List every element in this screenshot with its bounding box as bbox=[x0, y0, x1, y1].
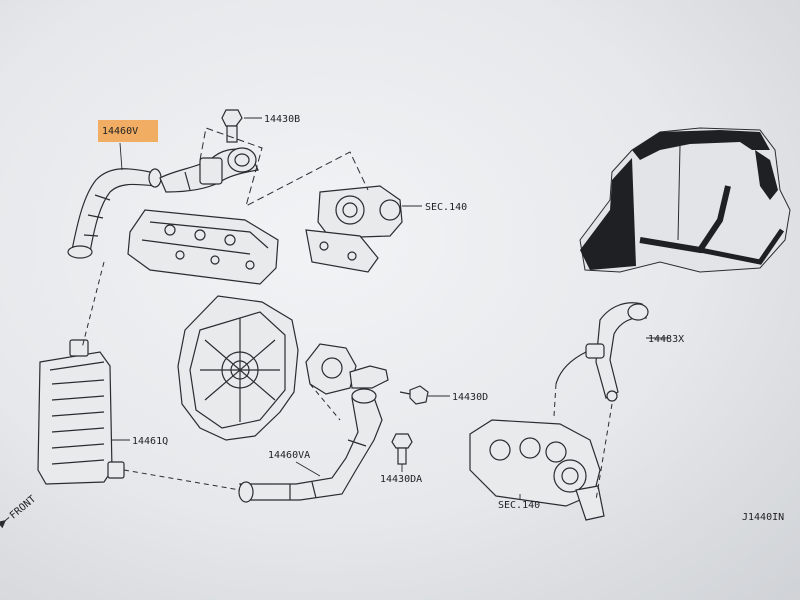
label-14461q[interactable]: 14461Q bbox=[132, 436, 168, 447]
bolt-14430d[interactable] bbox=[399, 385, 429, 405]
turbo-pipe-upper[interactable] bbox=[159, 147, 259, 193]
connector-line-tube-right bbox=[595, 403, 613, 501]
connector-line-hose-intercooler bbox=[81, 261, 105, 349]
intercooler-14461q[interactable] bbox=[37, 339, 125, 485]
manifold-cover[interactable] bbox=[127, 209, 279, 285]
front-indicator: FRONT bbox=[0, 494, 38, 529]
bolt-14430b[interactable] bbox=[221, 109, 243, 143]
connector-line-upper-turbo bbox=[199, 127, 369, 207]
highlight-box bbox=[98, 120, 158, 142]
turbocharger-lower[interactable] bbox=[469, 419, 605, 521]
leader-14460v bbox=[119, 142, 123, 171]
label-sec140-lower[interactable]: SEC.140 bbox=[498, 500, 540, 511]
label-14430da[interactable]: 14430DA bbox=[380, 474, 422, 485]
connector-line-valve-hose bbox=[309, 383, 341, 421]
leader-14460va bbox=[295, 461, 321, 477]
label-sec140-upper[interactable]: SEC.140 bbox=[425, 202, 467, 213]
front-label: FRONT bbox=[8, 494, 38, 522]
engine-silhouette bbox=[579, 127, 791, 273]
tube-14483x[interactable] bbox=[555, 302, 649, 402]
connector-line-tube-turbo bbox=[553, 383, 557, 417]
label-14483x[interactable]: 14483X bbox=[648, 334, 684, 345]
connector-line-intercooler-hose bbox=[123, 469, 241, 491]
label-14430b[interactable]: 14430B bbox=[264, 114, 300, 125]
label-14460v[interactable]: 14460V bbox=[102, 126, 138, 137]
hose-14460va[interactable] bbox=[238, 388, 383, 503]
label-14430d[interactable]: 14430D bbox=[452, 392, 488, 403]
turbocharger-upper[interactable] bbox=[305, 185, 403, 273]
diagram-code: J1440IN bbox=[742, 512, 784, 523]
label-14460va[interactable]: 14460VA bbox=[268, 450, 310, 461]
engine-block[interactable] bbox=[177, 295, 299, 441]
hose-14460v[interactable] bbox=[67, 168, 162, 259]
bolt-14430da[interactable] bbox=[391, 433, 413, 465]
turbo-valve-mid[interactable] bbox=[305, 343, 389, 395]
